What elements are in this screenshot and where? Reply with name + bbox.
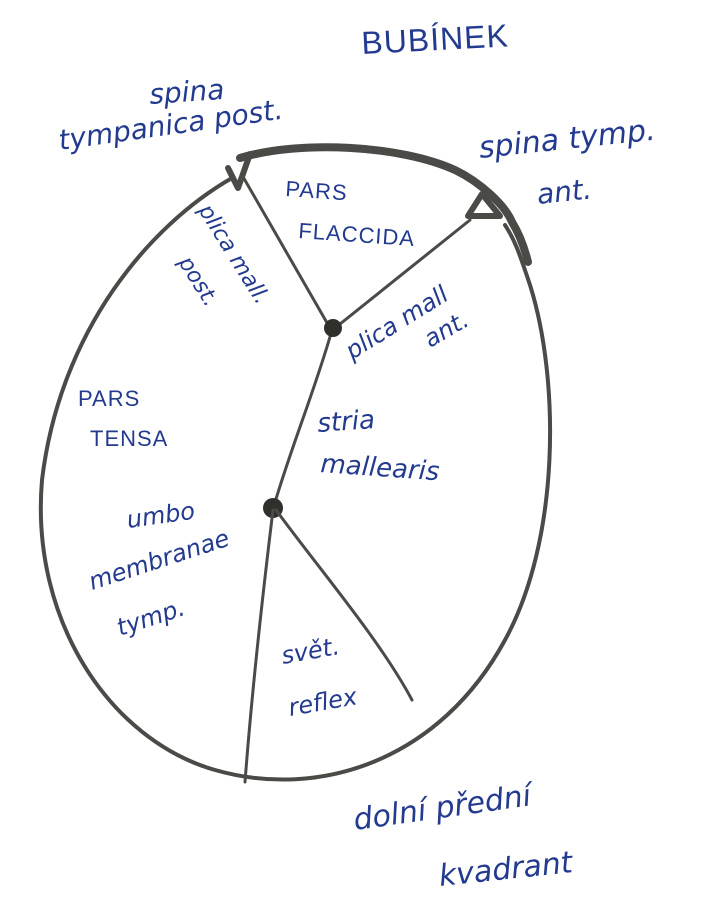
diagram-title: BUBÍNEK (360, 17, 509, 61)
label-stria-mallearis-l2: mallearis (320, 449, 441, 487)
label-umbo-l2: membranae (85, 524, 233, 596)
label-pars-flaccida-l1: PARS (285, 176, 349, 205)
light-reflex-right-line (276, 510, 412, 700)
label-lower-anterior-quadrant-l2: kvadrant (437, 845, 575, 894)
light-reflex-left-line (245, 510, 273, 782)
label-umbo-l1: umbo (125, 497, 197, 534)
label-spina-tympanica-anterior-l2: ant. (535, 172, 593, 211)
label-pars-tensa-l1: PARS (78, 386, 140, 411)
label-pars-tensa-l2: TENSA (90, 426, 168, 451)
label-plica-mallearis-posterior-l2: post. (172, 251, 223, 311)
label-lower-anterior-quadrant-l1: dolní přední (351, 778, 537, 838)
label-light-reflex-l1: svět. (279, 632, 341, 670)
label-umbo-l3: tymp. (113, 593, 188, 641)
label-spina-tympanica-anterior-l1: spina tymp. (477, 113, 657, 166)
label-pars-flaccida-l2: FLACCIDA (298, 218, 416, 251)
label-stria-mallearis-l1: stria (316, 405, 376, 439)
label-light-reflex-l2: reflex (286, 682, 360, 722)
eardrum-drawing (41, 147, 550, 782)
processus-lateralis-dot (324, 319, 342, 337)
